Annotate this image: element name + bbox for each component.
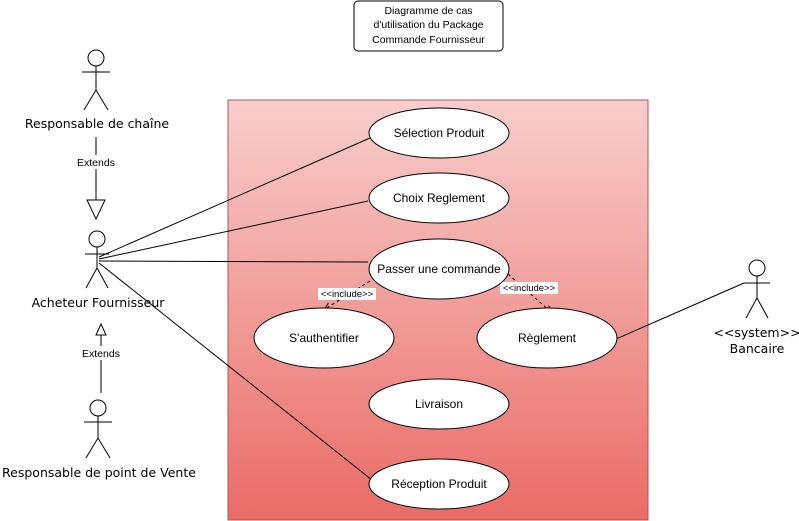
include-left-relation: <<include>> — [318, 280, 376, 309]
title-line-2: d'utilisation du Package — [374, 19, 484, 31]
use-case-authentifier[interactable]: S'authentifier — [253, 307, 395, 369]
actor-bancaire[interactable]: <<system>> Bancaire — [713, 259, 799, 356]
actor-responsable-chaine[interactable]: Responsable de chaîne — [25, 49, 170, 131]
use-case-choix-reglement[interactable]: Choix Reglement — [368, 172, 510, 224]
extends-top-label: Extends — [77, 157, 115, 169]
use-case-label: Sélection Produit — [394, 126, 485, 140]
actor-label: Responsable de chaîne — [25, 116, 170, 131]
extends-top-relation: Extends — [74, 137, 118, 221]
use-case-label: Choix Reglement — [393, 191, 486, 205]
actor-label: Acheteur Fournisseur — [32, 295, 166, 310]
use-case-selection-produit[interactable]: Sélection Produit — [368, 107, 510, 159]
use-case-reception-produit[interactable]: Réception Produit — [368, 458, 510, 510]
use-case-label: S'authentifier — [289, 331, 359, 345]
stick-figure-icon — [84, 399, 112, 459]
use-case-reglement[interactable]: Règlement — [476, 307, 618, 369]
title-line-1: Diagramme de cas — [384, 5, 472, 17]
assoc-passer — [98, 260, 369, 263]
actor-responsable-vente[interactable]: Responsable de point de Vente — [2, 399, 196, 480]
include-right-relation: <<include>> — [500, 273, 558, 312]
use-case-label: Livraison — [415, 397, 463, 411]
associations — [98, 137, 745, 481]
assoc-reception — [98, 262, 373, 481]
diagram-title: Diagramme de cas d'utilisation du Packag… — [353, 0, 504, 52]
include-left-label: <<include>> — [321, 289, 374, 300]
assoc-bancaire — [615, 282, 745, 340]
include-right-label: <<include>> — [503, 283, 556, 294]
extends-bottom-label: Extends — [82, 348, 120, 360]
stick-figure-icon — [744, 259, 770, 319]
actor-label: Bancaire — [730, 341, 785, 356]
use-case-passer-commande[interactable]: Passer une commande — [368, 238, 510, 300]
stick-figure-icon — [85, 230, 109, 289]
extends-bottom-relation: Extends — [79, 322, 123, 393]
assoc-selection — [98, 137, 371, 258]
use-case-label: Passer une commande — [377, 262, 501, 276]
actor-stereotype: <<system>> — [713, 325, 799, 340]
title-line-3: Commande Fournisseur — [372, 34, 485, 46]
actor-label: Responsable de point de Vente — [2, 465, 196, 480]
stick-figure-icon — [82, 49, 110, 111]
assoc-choix — [98, 200, 369, 260]
use-case-livraison[interactable]: Livraison — [368, 378, 510, 430]
use-case-label: Règlement — [518, 331, 577, 345]
system-boundary — [227, 99, 649, 521]
use-case-label: Réception Produit — [391, 477, 487, 491]
actor-acheteur-fournisseur[interactable]: Acheteur Fournisseur — [32, 230, 166, 310]
